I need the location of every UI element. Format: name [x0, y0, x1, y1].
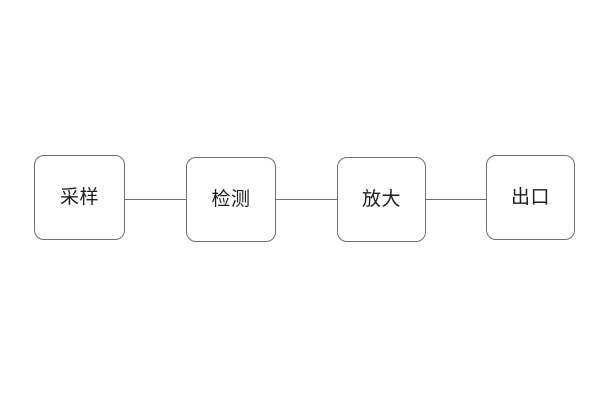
flow-connector-2 — [276, 199, 337, 200]
flow-node-sampling[interactable]: 采样 — [34, 155, 125, 240]
flow-node-label-amplify: 放大 — [361, 188, 401, 210]
flow-node-detection[interactable]: 检测 — [186, 157, 276, 242]
flow-node-amplify[interactable]: 放大 — [337, 157, 426, 242]
flow-node-label-outlet: 出口 — [510, 186, 550, 208]
flow-node-label-sampling: 采样 — [59, 186, 99, 208]
flow-node-label-detection: 检测 — [211, 188, 251, 210]
flow-node-outlet[interactable]: 出口 — [486, 155, 575, 240]
flow-connector-1 — [125, 199, 186, 200]
flow-connector-3 — [426, 199, 486, 200]
